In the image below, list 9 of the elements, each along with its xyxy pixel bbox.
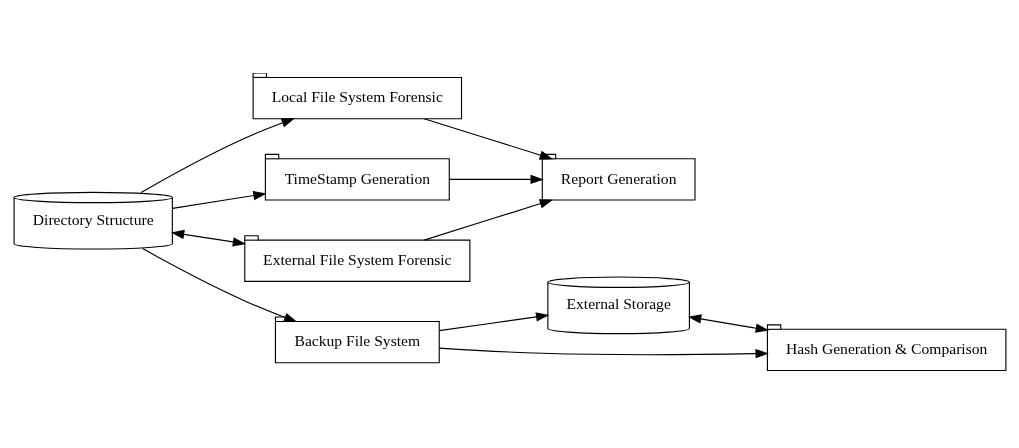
arrow [687,314,769,333]
arrow [140,118,295,194]
arrow [448,174,544,185]
arrow [423,118,553,160]
arrow [171,190,267,209]
arrow [423,199,553,241]
arrow [170,229,246,247]
arrow [438,312,549,332]
arrow [438,347,769,359]
